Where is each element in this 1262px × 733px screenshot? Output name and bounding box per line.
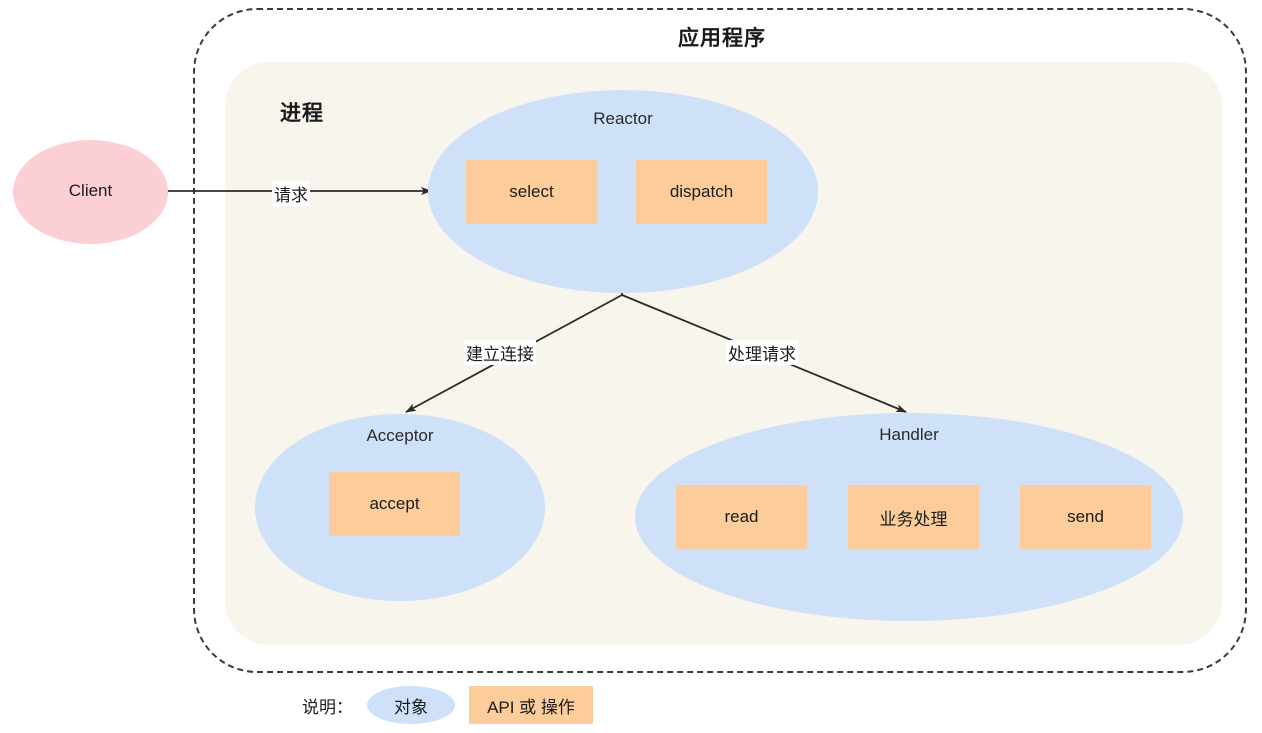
node-handler-caption: Handler <box>879 425 939 444</box>
edge-label-handle-request: 处理请求 <box>726 340 798 365</box>
operation-select[interactable]: select <box>466 160 597 224</box>
node-acceptor-caption: Acceptor <box>366 426 434 445</box>
node-reactor-caption: Reactor <box>593 109 653 128</box>
edge-label-request: 请求 <box>272 181 310 206</box>
operation-business-process[interactable]: 业务处理 <box>848 485 979 549</box>
legend-item-api: API 或 操作 <box>469 686 593 724</box>
node-client[interactable]: Client <box>13 140 168 244</box>
operation-dispatch[interactable]: dispatch <box>636 160 767 224</box>
process-title: 进程 <box>280 102 324 125</box>
application-title: 应用程序 <box>678 27 766 50</box>
legend-item-object: 对象 <box>367 686 455 724</box>
edge-label-establish-connection: 建立连接 <box>464 340 536 365</box>
operation-accept[interactable]: accept <box>329 472 460 536</box>
legend-title: 说明： <box>302 697 353 717</box>
application-boundary <box>193 8 1247 673</box>
operation-send[interactable]: send <box>1020 485 1151 549</box>
legend: 说明： 对象 API 或 操作 <box>302 686 593 724</box>
node-client-label: Client <box>68 181 113 200</box>
operation-read[interactable]: read <box>676 485 807 549</box>
